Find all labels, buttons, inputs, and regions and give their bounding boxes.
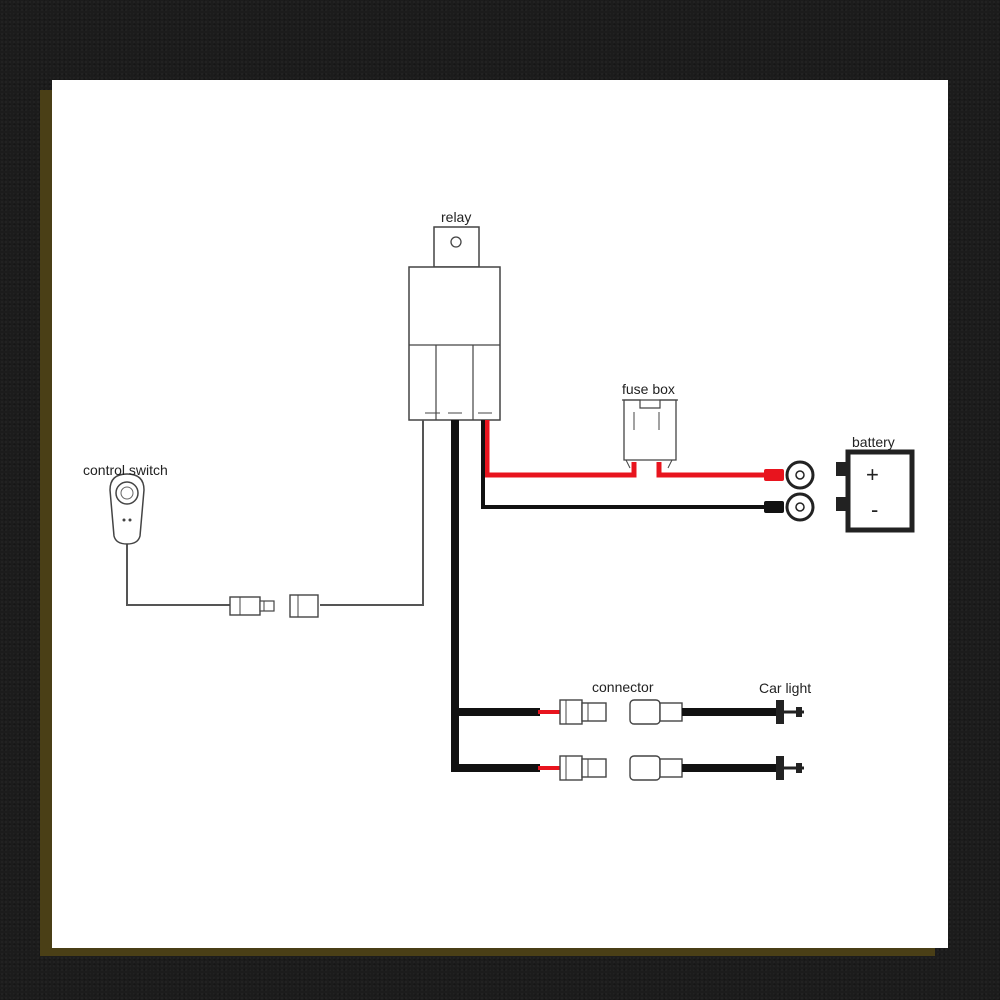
control-switch-label: control switch [83,462,168,478]
fuse-box-label: fuse box [622,381,675,397]
relay-mount-hole [450,236,462,248]
ground-trunk-wire [451,420,540,772]
car-light-1-plug [776,700,804,724]
light-connector-2-male [559,755,607,781]
battery-plus-symbol: + [866,462,879,487]
car-light-2-plug [776,756,804,780]
light-connector-1-female [629,699,683,725]
positive-ring-terminal [764,460,815,490]
switch-connector-female [289,594,319,618]
negative-ring-terminal [764,492,815,522]
light-connector-1-male [559,699,607,725]
positive-wire-battery [656,462,770,478]
switch-lead-wire [126,540,230,606]
relay-label: relay [441,209,471,225]
positive-wire-relay [484,420,637,478]
relay [408,226,501,421]
battery-label: battery [852,434,895,450]
fuse-box [622,399,678,469]
switch-connector-male [229,596,275,616]
battery [836,449,915,533]
battery-minus-symbol: - [871,497,878,522]
car-light-label: Car light [759,680,811,696]
connector-label: connector [592,679,654,695]
light-connector-2-female [629,755,683,781]
control-switch [109,473,145,545]
ground-wire-battery [481,420,770,509]
relay-to-switch-wire [320,420,424,606]
relay-body [408,266,501,421]
